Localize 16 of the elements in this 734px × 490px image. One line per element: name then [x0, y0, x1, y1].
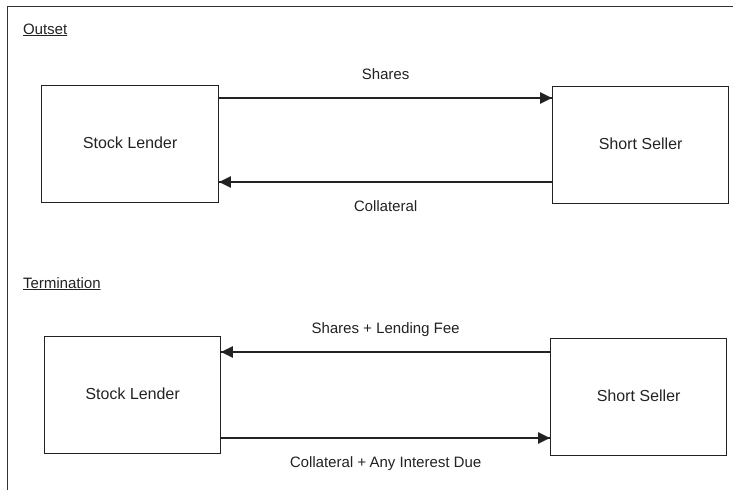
edge-label: Shares + Lending Fee [309, 320, 462, 337]
section-heading: Termination [23, 275, 101, 292]
arrow [219, 176, 552, 188]
party-name: Stock Lender [85, 386, 180, 404]
section-heading: Outset [23, 21, 68, 38]
edge-label: Collateral + Any Interest Due [288, 454, 484, 471]
party-box [41, 85, 219, 203]
arrow [221, 432, 550, 444]
party-name: Stock Lender [82, 135, 178, 153]
arrow [219, 92, 552, 104]
party-box [552, 86, 729, 204]
party-name: Short Seller [596, 388, 680, 406]
party-box [550, 338, 727, 456]
party-box [44, 336, 221, 454]
party-name: Short Seller [598, 136, 682, 154]
arrow [221, 346, 550, 358]
